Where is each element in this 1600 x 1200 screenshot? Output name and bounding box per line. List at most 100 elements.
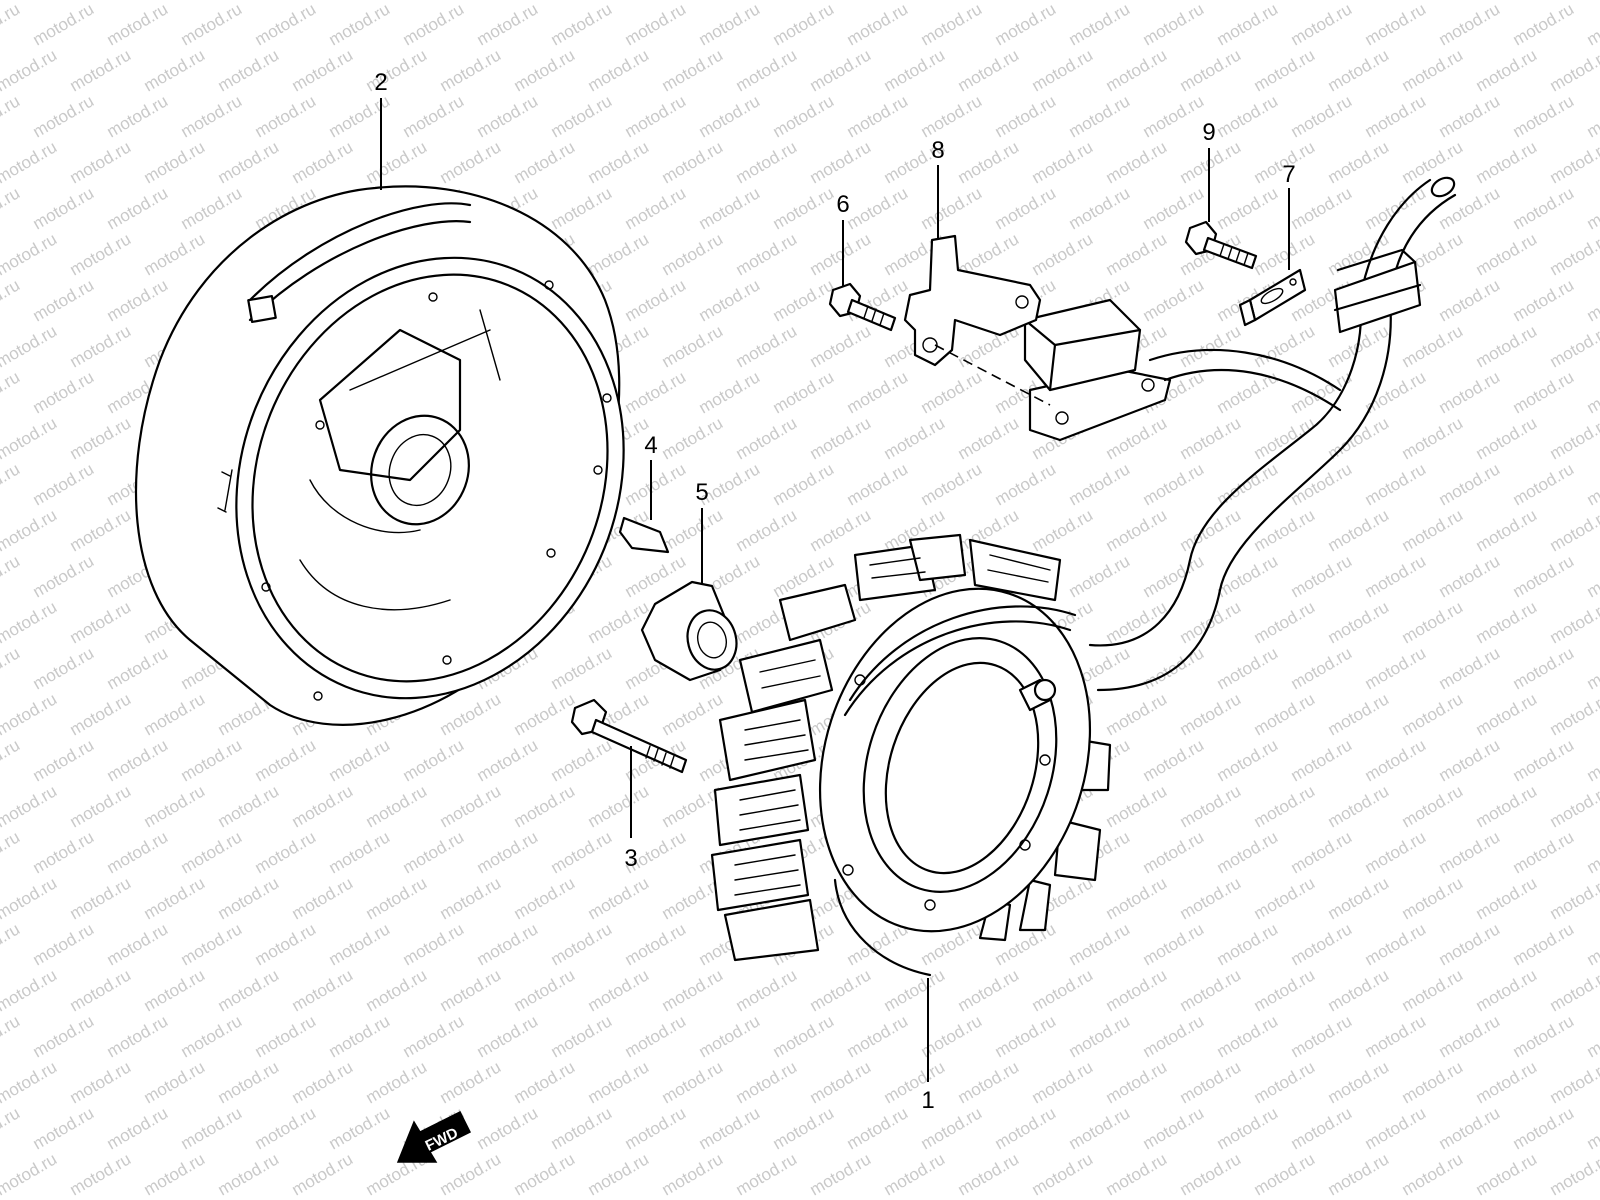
watermark-text: motod.ru bbox=[1177, 505, 1245, 555]
spacer-bush bbox=[640, 580, 738, 682]
watermark-text: motod.ru bbox=[30, 827, 98, 877]
watermark-text: motod.ru bbox=[1473, 321, 1541, 371]
watermark-text: motod.ru bbox=[1066, 551, 1134, 601]
watermark-text: motod.ru bbox=[955, 137, 1023, 187]
watermark-text: motod.ru bbox=[881, 45, 949, 95]
watermark-text: motod.ru bbox=[1547, 1057, 1600, 1107]
watermark-text: motod.ru bbox=[215, 0, 283, 3]
watermark-text: motod.ru bbox=[1177, 321, 1245, 371]
watermark-text: motod.ru bbox=[1251, 413, 1319, 463]
watermark-text: motod.ru bbox=[252, 827, 320, 877]
watermark-text: motod.ru bbox=[1510, 0, 1578, 49]
watermark-text: motod.ru bbox=[696, 367, 764, 417]
watermark-text: motod.ru bbox=[770, 459, 838, 509]
watermark-text: motod.ru bbox=[844, 0, 912, 49]
watermark-text: motod.ru bbox=[1177, 873, 1245, 923]
watermark-text: motod.ru bbox=[1510, 183, 1578, 233]
watermark-text: motod.ru bbox=[1214, 643, 1282, 693]
watermark-text: motod.ru bbox=[1436, 0, 1504, 49]
watermark-text: motod.ru bbox=[326, 1195, 394, 1200]
watermark-text: motod.ru bbox=[1547, 597, 1600, 647]
watermark-text: motod.ru bbox=[400, 735, 468, 785]
watermark-text: motod.ru bbox=[252, 1195, 320, 1200]
callout-numbers: 2 8 9 7 6 4 5 3 1 bbox=[374, 69, 1295, 1114]
watermark-text: motod.ru bbox=[1066, 91, 1134, 141]
watermark-text: motod.ru bbox=[0, 413, 60, 463]
watermark-text: motod.ru bbox=[67, 965, 135, 1015]
watermark-text: motod.ru bbox=[1399, 1057, 1467, 1107]
watermark-text: motod.ru bbox=[326, 1103, 394, 1153]
watermark-text: motod.ru bbox=[511, 137, 579, 187]
watermark-text: motod.ru bbox=[659, 0, 727, 3]
watermark-text: motod.ru bbox=[1103, 229, 1171, 279]
watermark-text: motod.ru bbox=[1177, 0, 1245, 3]
watermark-text: motod.ru bbox=[178, 919, 246, 969]
watermark-text: motod.ru bbox=[141, 781, 209, 831]
watermark-text: motod.ru bbox=[1399, 321, 1467, 371]
watermark-text: motod.ru bbox=[844, 1103, 912, 1153]
watermark-text: motod.ru bbox=[252, 91, 320, 141]
watermark-text: motod.ru bbox=[289, 137, 357, 187]
watermark-text: motod.ru bbox=[1325, 965, 1393, 1015]
watermark-text: motod.ru bbox=[770, 0, 838, 49]
watermark-text: motod.ru bbox=[1288, 551, 1356, 601]
watermark-text: motod.ru bbox=[548, 1011, 616, 1061]
watermark-text: motod.ru bbox=[696, 1195, 764, 1200]
watermark-text: motod.ru bbox=[400, 1195, 468, 1200]
watermark-text: motod.ru bbox=[807, 45, 875, 95]
watermark-text: motod.ru bbox=[1103, 689, 1171, 739]
watermark-text: motod.ru bbox=[548, 183, 616, 233]
watermark-text: motod.ru bbox=[30, 919, 98, 969]
watermark-text: motod.ru bbox=[1584, 827, 1600, 877]
watermark-text: motod.ru bbox=[1547, 1149, 1600, 1199]
watermark-text: motod.ru bbox=[474, 827, 542, 877]
watermark-text: motod.ru bbox=[955, 1149, 1023, 1199]
watermark-text: motod.ru bbox=[30, 551, 98, 601]
watermark-text: motod.ru bbox=[1510, 367, 1578, 417]
watermark-text: motod.ru bbox=[67, 0, 135, 3]
watermark-text: motod.ru bbox=[1140, 91, 1208, 141]
watermark-text: motod.ru bbox=[67, 1057, 135, 1107]
watermark-text: motod.ru bbox=[104, 1011, 172, 1061]
watermark-text: motod.ru bbox=[1473, 413, 1541, 463]
watermark-text: motod.ru bbox=[474, 0, 542, 49]
watermark-text: motod.ru bbox=[918, 367, 986, 417]
watermark-text: motod.ru bbox=[733, 413, 801, 463]
watermark-text: motod.ru bbox=[1251, 505, 1319, 555]
watermark-text: motod.ru bbox=[289, 781, 357, 831]
watermark-text: motod.ru bbox=[474, 91, 542, 141]
watermark-text: motod.ru bbox=[30, 735, 98, 785]
watermark-text: motod.ru bbox=[141, 229, 209, 279]
watermark-text: motod.ru bbox=[807, 0, 875, 3]
watermark-text: motod.ru bbox=[1066, 1195, 1134, 1200]
rotor-bolt bbox=[570, 698, 688, 774]
watermark-text: motod.ru bbox=[1547, 873, 1600, 923]
watermark-text: motod.ru bbox=[585, 597, 653, 647]
watermark-text: motod.ru bbox=[363, 1057, 431, 1107]
watermark-text: motod.ru bbox=[30, 91, 98, 141]
watermark-text: motod.ru bbox=[363, 781, 431, 831]
watermark-text: motod.ru bbox=[1140, 1011, 1208, 1061]
watermark-text: motod.ru bbox=[1288, 1195, 1356, 1200]
leader-lines bbox=[380, 98, 1290, 1082]
watermark-text: motod.ru bbox=[104, 0, 172, 49]
watermark-text: motod.ru bbox=[0, 1011, 23, 1061]
watermark-text: motod.ru bbox=[1436, 367, 1504, 417]
watermark-text: motod.ru bbox=[1140, 459, 1208, 509]
watermark-text: motod.ru bbox=[1473, 229, 1541, 279]
watermark-text: motod.ru bbox=[1177, 965, 1245, 1015]
watermark-text: motod.ru bbox=[1140, 735, 1208, 785]
watermark-text: motod.ru bbox=[844, 91, 912, 141]
watermark-text: motod.ru bbox=[585, 873, 653, 923]
watermark-text: motod.ru bbox=[437, 781, 505, 831]
watermark-text: motod.ru bbox=[400, 827, 468, 877]
watermark-text: motod.ru bbox=[30, 643, 98, 693]
watermark-text: motod.ru bbox=[0, 689, 60, 739]
watermark-text: motod.ru bbox=[215, 137, 283, 187]
callout-3: 3 bbox=[624, 845, 637, 872]
watermark-text: motod.ru bbox=[1066, 183, 1134, 233]
watermark-text: motod.ru bbox=[1362, 827, 1430, 877]
watermark-text: motod.ru bbox=[548, 1103, 616, 1153]
watermark-text: motod.ru bbox=[0, 0, 23, 49]
watermark-text: motod.ru bbox=[1362, 459, 1430, 509]
